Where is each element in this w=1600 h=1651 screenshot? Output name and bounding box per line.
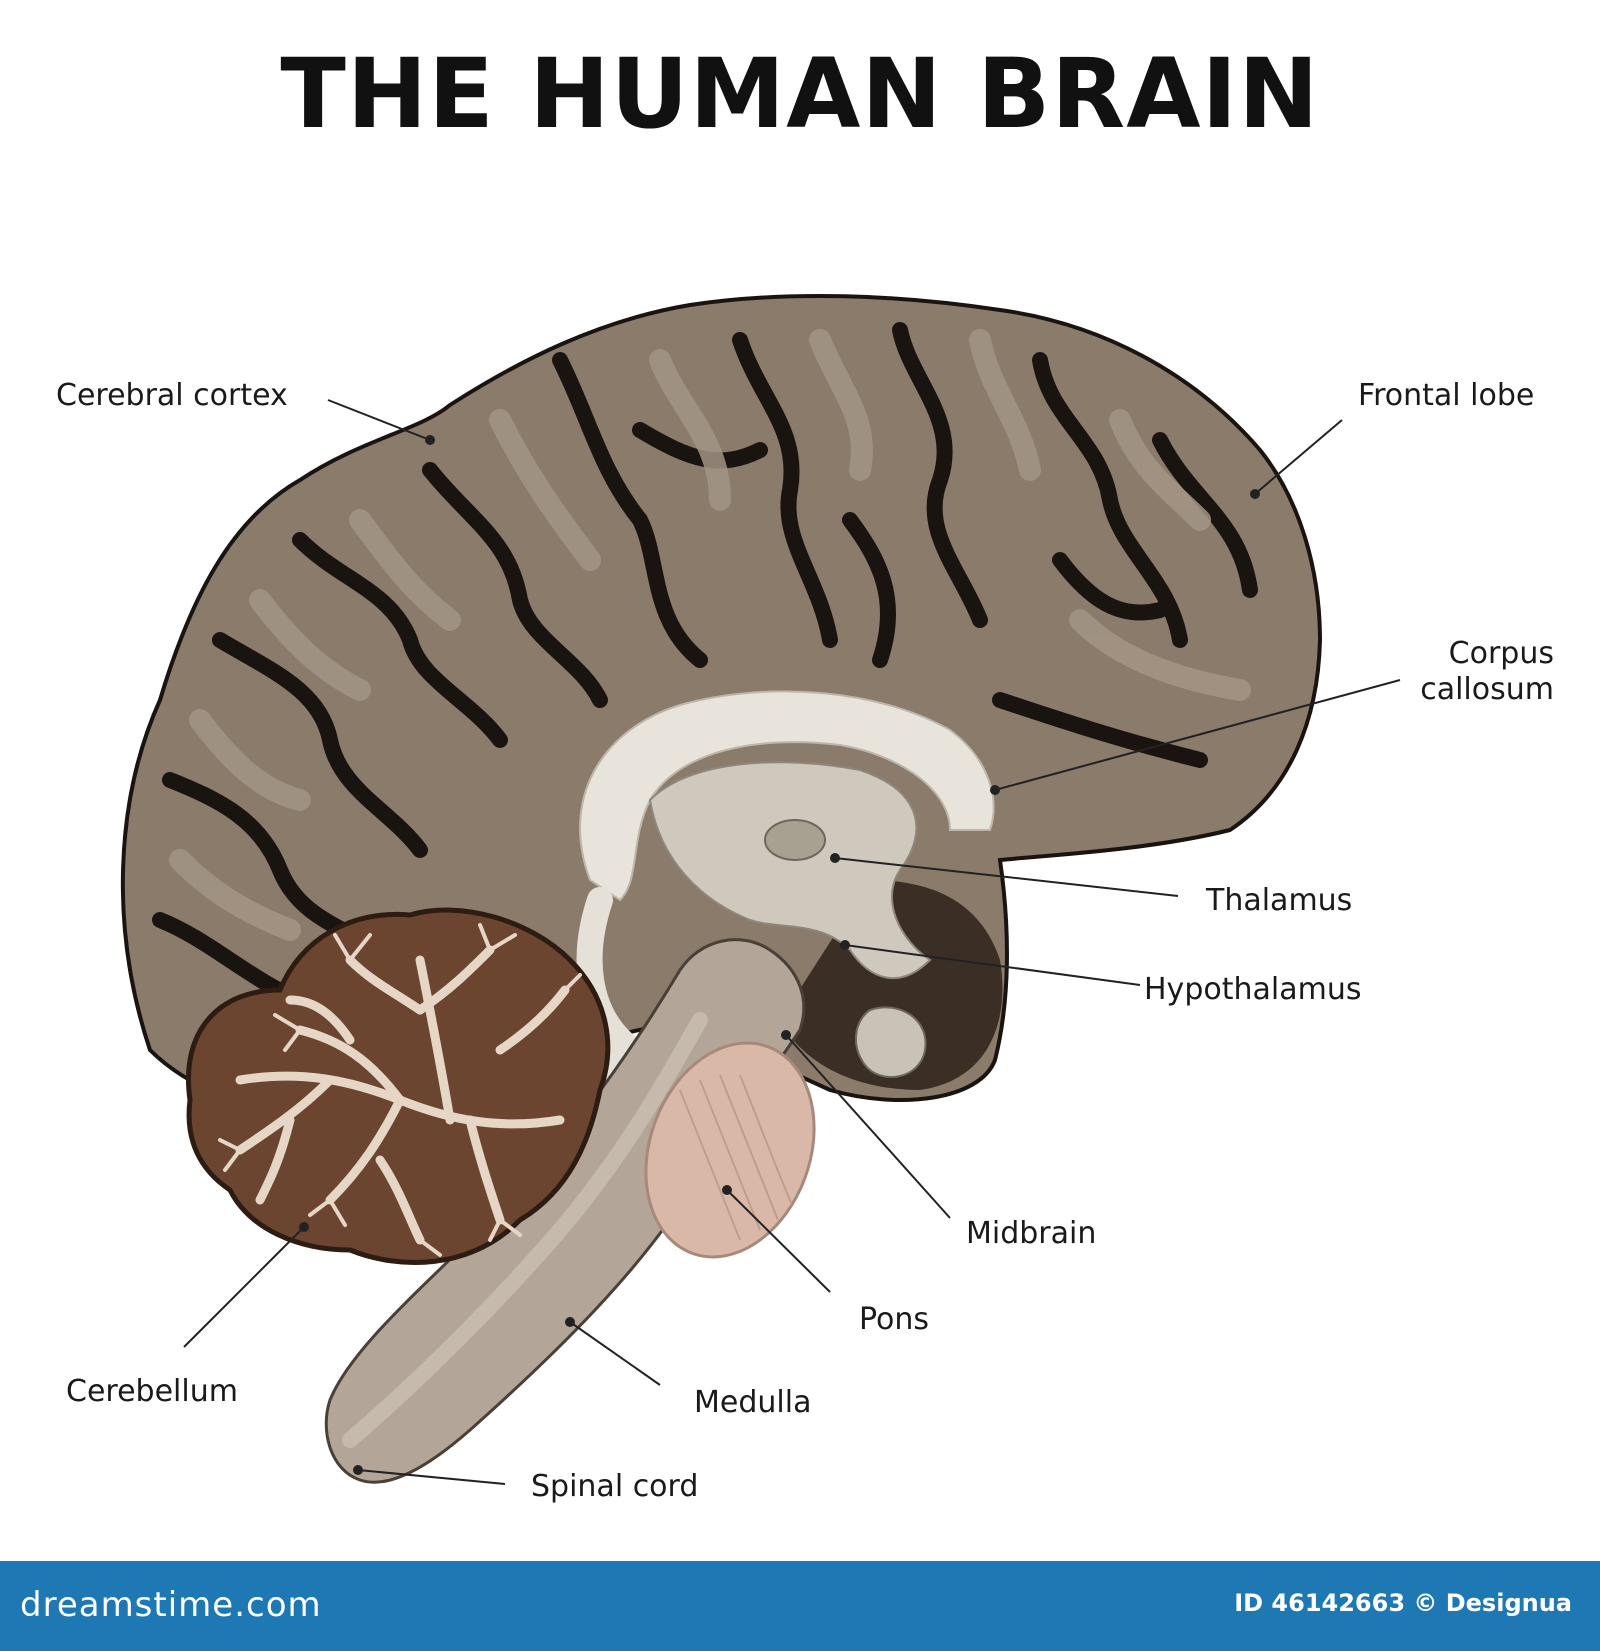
leader-midbrain bbox=[785, 1034, 951, 1219]
leader-corpus-callosum bbox=[994, 679, 1401, 791]
label-corpus-callosum-line1: Corpus bbox=[1448, 636, 1554, 671]
leader-medulla bbox=[569, 1321, 661, 1386]
pituitary bbox=[854, 1006, 927, 1078]
diencephalon bbox=[648, 761, 932, 979]
arbor-vitae-fine bbox=[218, 923, 582, 1257]
gyri-highlights bbox=[169, 329, 1251, 941]
thalamus-shape bbox=[764, 819, 826, 861]
label-hypothalamus: Hypothalamus bbox=[1144, 972, 1362, 1007]
label-pons: Pons bbox=[859, 1302, 930, 1337]
leader-hypothalamus bbox=[844, 944, 1141, 986]
label-medulla: Medulla bbox=[694, 1385, 812, 1420]
leader-dots bbox=[299, 435, 1260, 1475]
corpus-callosum bbox=[579, 690, 995, 902]
ventricle-shadow bbox=[780, 880, 1003, 1090]
brainstem-highlight bbox=[342, 1012, 708, 1448]
label-thalamus: Thalamus bbox=[1206, 883, 1353, 918]
footer-logo: dreamstime.com bbox=[20, 1585, 322, 1625]
footer-bar: dreamstime.com ID 46142663 © Designua bbox=[0, 1561, 1600, 1651]
label-midbrain: Midbrain bbox=[966, 1216, 1097, 1251]
label-corpus-callosum-line2: callosum bbox=[1420, 672, 1554, 707]
label-cerebellum: Cerebellum bbox=[66, 1374, 238, 1409]
leader-lines bbox=[183, 399, 1401, 1485]
arbor-vitae bbox=[235, 945, 570, 1245]
diagram-title: THE HUMAN BRAIN bbox=[280, 38, 1320, 150]
leader-cerebellum bbox=[183, 1226, 305, 1348]
footer-credit: ID 46142663 © Designua bbox=[1234, 1589, 1572, 1617]
label-cerebral-cortex: Cerebral cortex bbox=[56, 378, 288, 413]
label-corpus-callosum: Corpus callosum bbox=[1420, 636, 1554, 708]
sulci bbox=[152, 322, 1258, 1008]
leader-frontal-lobe bbox=[1254, 419, 1343, 495]
leader-pons bbox=[726, 1189, 831, 1293]
pons-striations bbox=[679, 1074, 793, 1241]
label-spinal-cord: Spinal cord bbox=[531, 1469, 699, 1504]
leader-spinal-cord bbox=[357, 1469, 506, 1485]
leader-thalamus bbox=[834, 857, 1179, 897]
label-frontal-lobe: Frontal lobe bbox=[1358, 378, 1535, 413]
leader-cerebral-cortex bbox=[327, 399, 431, 441]
